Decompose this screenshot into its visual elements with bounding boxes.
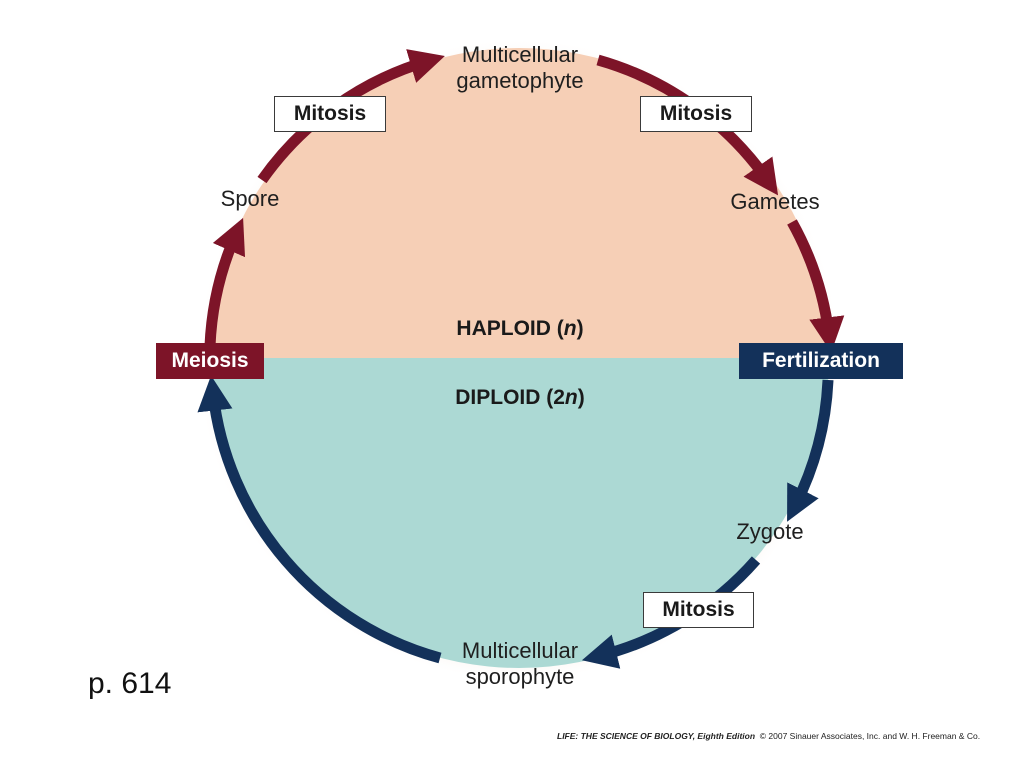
mitosis-box-bottom: Mitosis [643,592,754,628]
credit-publisher: © 2007 Sinauer Associates, Inc. and W. H… [759,731,981,741]
stage-multicellular-sporophyte: Multicellular sporophyte [420,638,620,690]
diploid-label: DIPLOID (2n) [420,386,620,410]
mitosis-box-right: Mitosis [640,96,752,132]
gametophyte-line-2: gametophyte [456,68,584,93]
arrow-fertilization-to-zygote [787,379,834,522]
haploid-n: n [563,317,577,340]
diploid-n: n [564,386,578,409]
sporophyte-line-1: Multicellular [461,638,579,663]
credit-book-title: LIFE: THE SCIENCE OF BIOLOGY, Eighth Edi… [557,731,756,741]
arrow-gametes-to-fertilization [787,219,845,353]
haploid-text: HAPLOID ( [456,317,564,340]
meiosis-box: Meiosis [156,343,264,379]
haploid-label: HAPLOID (n) [420,317,620,341]
fertilization-box: Fertilization [739,343,903,379]
stage-zygote: Zygote [736,519,804,544]
page-reference: p. 614 [88,667,172,700]
gametophyte-line-1: Multicellular [461,42,579,67]
mitosis-box-left: Mitosis [274,96,386,132]
haploid-close: ) [576,317,584,340]
stage-multicellular-gametophyte: Multicellular gametophyte [420,42,620,94]
diploid-close: ) [577,386,585,409]
sporophyte-line-2: sporophyte [465,664,575,689]
stage-spore: Spore [220,186,280,211]
figure-credit: LIFE: THE SCIENCE OF BIOLOGY, Eighth Edi… [557,731,980,741]
diploid-text: DIPLOID (2 [455,386,565,409]
stage-gametes: Gametes [730,189,820,214]
diploid-region [209,358,829,668]
arrow-sporophyte-to-meiosis [197,375,442,664]
arrow-meiosis-to-spore [204,217,246,347]
